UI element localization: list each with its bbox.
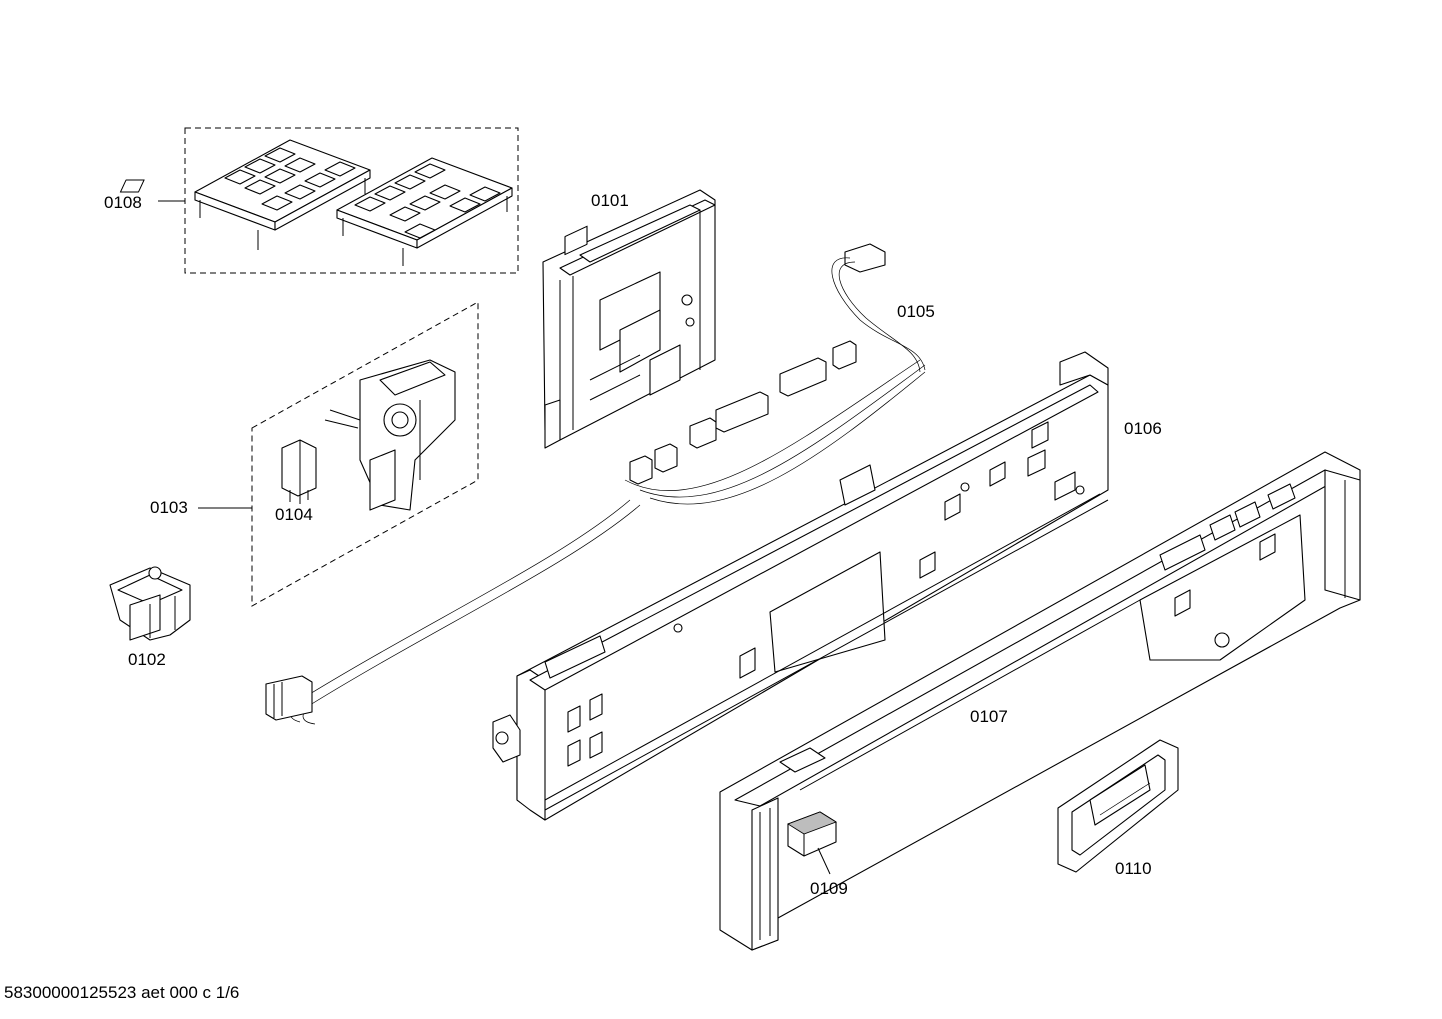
label-0101: 0101 [591, 191, 629, 210]
part-0110-handle [1057, 739, 1179, 873]
part-0107-fascia [719, 451, 1361, 951]
label-0105: 0105 [897, 302, 935, 321]
drawing-reference: 58300000125523 aet 000 c 1/6 [4, 983, 239, 1002]
part-0105-wire-harness [265, 243, 926, 725]
label-0104: 0104 [275, 505, 313, 524]
part-0108-keypads [119, 127, 519, 274]
label-0109: 0109 [810, 879, 848, 898]
part-0101-control-module [542, 189, 716, 449]
part-0106-panel-frame [492, 351, 1109, 821]
part-0102-switch [109, 566, 191, 641]
label-0110: 0110 [1115, 859, 1152, 878]
part-0103-door-switch-group [198, 301, 479, 607]
label-0102: 0102 [128, 650, 166, 669]
label-0103: 0103 [150, 498, 188, 517]
part-0109-button [787, 811, 837, 875]
label-0107: 0107 [970, 707, 1008, 726]
label-0108: 0108 [104, 193, 142, 212]
label-0106: 0106 [1124, 419, 1162, 438]
